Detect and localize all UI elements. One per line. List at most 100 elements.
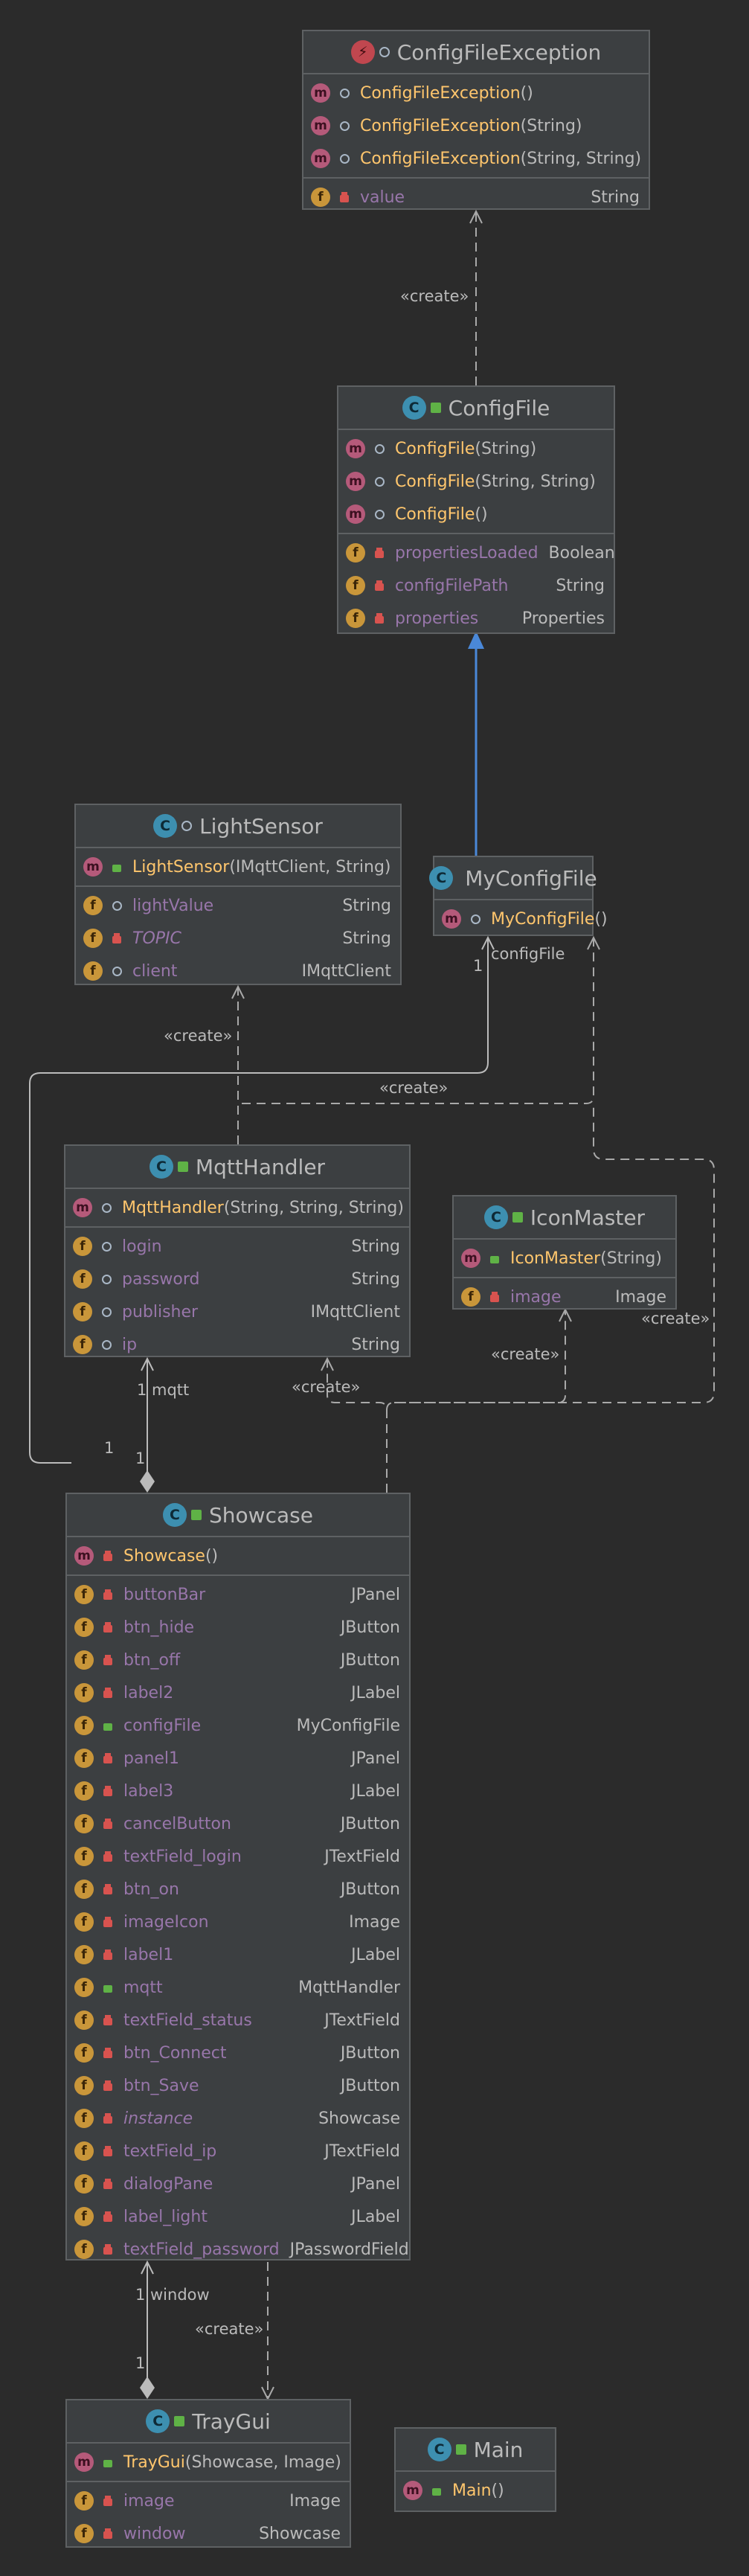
class-icon: C (146, 2409, 170, 2433)
multiplicity-mqtt-target: 1 (137, 1381, 147, 1399)
field-icon: f (74, 1814, 94, 1833)
method-icon: m (74, 2452, 94, 2472)
field-icon: f (74, 1683, 94, 1702)
field-icon: f (74, 1618, 94, 1637)
public-visibility-icon (428, 2482, 445, 2499)
class-name: IconMaster (530, 1205, 646, 1230)
private-lock-icon (371, 545, 388, 561)
private-lock-icon (100, 2493, 116, 2509)
public-visibility-icon (486, 1250, 503, 1266)
class-icon: C (153, 814, 178, 838)
method-icon: m (73, 1198, 92, 1217)
class-name: Showcase (209, 1502, 313, 1528)
package-visibility-icon (98, 1271, 115, 1287)
method-icon: m (83, 857, 103, 877)
class-icon: C (402, 396, 426, 420)
private-lock-icon (100, 1783, 116, 1799)
class-name: ConfigFile (448, 395, 550, 420)
private-lock-icon (100, 2045, 116, 2061)
multiplicity-configfile-target: 1 (473, 957, 483, 975)
field-icon: f (74, 2141, 94, 2161)
private-lock-icon (100, 1881, 116, 1897)
package-visibility-icon (109, 897, 125, 914)
field-icon: f (73, 1302, 92, 1321)
method-icon: m (346, 439, 365, 458)
field-icon: f (461, 1287, 480, 1307)
field-icon: f (74, 1945, 94, 1964)
package-visibility-icon (467, 911, 483, 927)
create-label-configfile-exception: «create» (400, 287, 469, 305)
private-lock-icon (336, 189, 353, 205)
create-label-lightsensor: «create» (164, 1027, 233, 1045)
method-icon: m (403, 2481, 422, 2500)
field-icon: f (83, 961, 103, 981)
class-icon: C (429, 866, 454, 890)
method-icon: m (311, 116, 330, 135)
private-lock-icon (100, 2110, 116, 2127)
method-icon: m (461, 1249, 480, 1268)
dependency-showcase-iconmaster (386, 1310, 565, 1411)
field-icon: f (74, 1650, 94, 1670)
inheritance-arrowhead (468, 631, 484, 649)
private-lock-icon (100, 2241, 116, 2258)
